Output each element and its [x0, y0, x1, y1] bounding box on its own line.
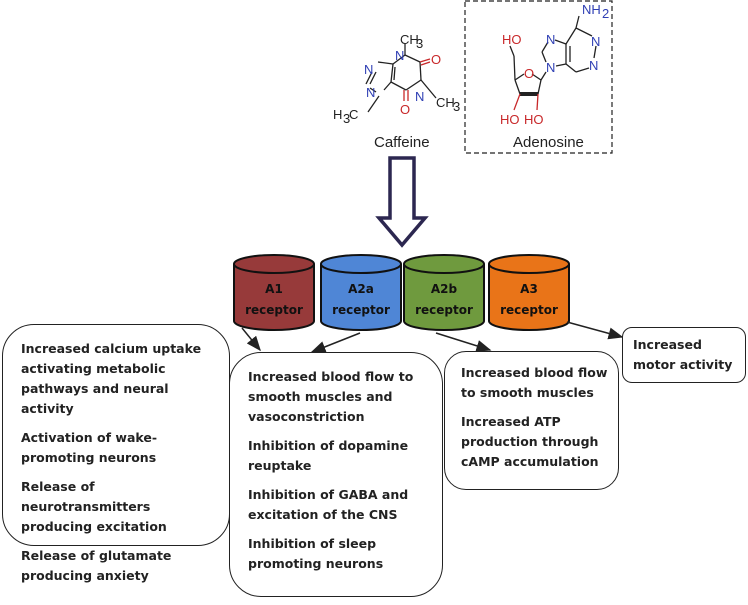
effect-item: Increased motor activity — [633, 337, 733, 372]
a2a-effects-box: Increased blood flow to smooth muscles a… — [229, 352, 443, 597]
atom-label: N — [546, 32, 555, 47]
atom-label: 2 — [602, 6, 609, 21]
atom-label: N — [366, 85, 375, 100]
atom-label: N — [415, 89, 424, 104]
receptor-a3: A3 receptor — [488, 254, 570, 331]
atom-label: O — [400, 102, 410, 117]
a1-effects-box: Increased calcium uptake activating meta… — [2, 324, 230, 583]
receptor-a2a: A2a receptor — [320, 254, 402, 331]
atom-label: N — [395, 48, 404, 63]
atom-label: CH — [400, 32, 419, 47]
arrow-a1-effects — [241, 327, 261, 352]
receptor-label: receptor — [245, 303, 303, 317]
adenosine-atom-labels: NH 2 N N N N O HO HO HO — [500, 2, 609, 127]
receptor-label: receptor — [415, 303, 473, 317]
atom-label: H — [333, 107, 342, 122]
receptor-label: A2b — [431, 282, 458, 296]
atom-label: N — [364, 62, 373, 77]
effect-item: Release of neurotransmitters producing e… — [21, 479, 167, 534]
receptor-label: receptor — [500, 303, 558, 317]
atom-label: O — [524, 66, 534, 81]
receptor-label: A2a — [348, 282, 374, 296]
adenosine-label: Adenosine — [513, 134, 584, 151]
arrow-a2a-effects — [310, 332, 361, 353]
atom-label: HO — [524, 112, 544, 127]
atom-label: 3 — [453, 99, 460, 114]
caffeine-label: Caffeine — [374, 134, 430, 151]
atom-label: 3 — [416, 36, 423, 51]
atom-label: N — [591, 34, 600, 49]
atom-label: HO — [500, 112, 520, 127]
effect-item: Activation of wake-promoting neurons — [21, 430, 158, 465]
arrow-a2b-effects — [435, 332, 492, 352]
effect-item: Increased ATP production through cAMP ac… — [461, 414, 599, 469]
atom-label: N — [546, 60, 555, 75]
a3-effects-box: Increased motor activity — [622, 327, 746, 383]
atom-label: CH — [436, 95, 455, 110]
effect-item: Release of glutamate producing anxiety — [21, 548, 172, 583]
a2b-effects-box: Increased blood flow to smooth muscles I… — [444, 351, 619, 490]
atom-label: O — [431, 52, 441, 67]
receptor-a2b: A2b receptor — [403, 254, 485, 331]
atom-label: HO — [502, 32, 522, 47]
effect-item: Increased blood flow to smooth muscles — [461, 365, 608, 400]
effect-item: Inhibition of GABA and excitation of the… — [248, 487, 409, 522]
atom-label: NH — [582, 2, 601, 17]
effect-item: Increased calcium uptake activating meta… — [21, 341, 202, 416]
adenosine-structure — [509, 15, 597, 111]
receptor-label: receptor — [332, 303, 390, 317]
effect-item: Inhibition of dopamine reuptake — [248, 438, 409, 473]
binding-arrow — [375, 156, 429, 248]
adenosine-frame — [464, 0, 613, 154]
caffeine-atom-labels: N N N N O O CH 3 CH 3 H 3 C — [333, 32, 460, 126]
effect-item: Increased blood flow to smooth muscles a… — [248, 369, 414, 424]
arrow-a3-effects — [566, 321, 624, 340]
atom-label: 3 — [343, 111, 350, 126]
caffeine-structure — [365, 44, 437, 113]
receptor-a1: A1 receptor — [233, 254, 315, 331]
atom-label: C — [349, 107, 358, 122]
atom-label: N — [589, 58, 598, 73]
effect-item: Inhibition of sleep promoting neurons — [248, 536, 384, 571]
receptor-label: A1 — [265, 282, 283, 296]
receptor-label: A3 — [520, 282, 538, 296]
